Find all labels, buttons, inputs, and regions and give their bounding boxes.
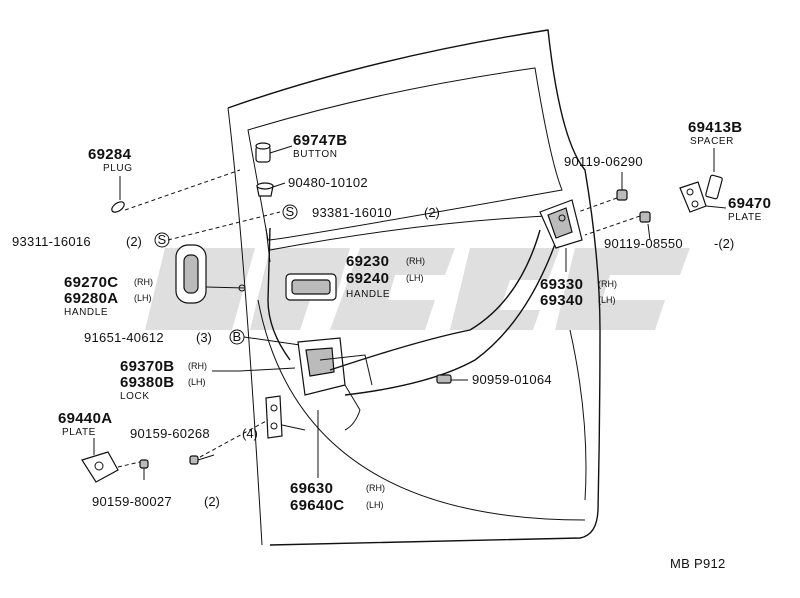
circle-s-letter-left: S	[158, 232, 167, 247]
door-panel	[227, 29, 601, 546]
part-69440a-desc: PLATE	[62, 427, 96, 438]
part-69230-suffix: (RH)	[406, 256, 425, 266]
part-69630-suffix: (RH)	[366, 483, 385, 493]
part-90119-08550-number: 90119-08550	[604, 236, 683, 251]
upper-latch-part	[539, 199, 583, 272]
circle-s-letter-right: S	[286, 204, 295, 219]
part-69270c-suffix: (RH)	[134, 277, 153, 287]
rod-clip	[265, 227, 271, 263]
diagram-code: MB P912	[670, 556, 726, 571]
spacer-part	[705, 174, 723, 200]
part-69380b-desc: LOCK	[120, 391, 150, 402]
circle-s-marker-right	[282, 204, 298, 220]
outside-handle-part	[285, 273, 337, 301]
part-90159-80027-number: 90159-80027	[92, 494, 172, 509]
control-cables	[329, 229, 561, 431]
part-90159-60268-qty: (4)	[242, 426, 258, 441]
part-69630-number: 69630	[290, 480, 333, 497]
part-69640c-number: 69640C	[290, 497, 344, 514]
part-69330-number: 69330	[540, 276, 583, 293]
bolt-part-06290	[616, 172, 628, 201]
part-93311-number: 93311-16016	[12, 234, 91, 249]
bolt-part-80027	[139, 459, 149, 480]
bolt-part-08550	[639, 211, 651, 241]
bushing-part	[256, 182, 286, 197]
leader-69370b	[212, 367, 296, 372]
part-69230-number: 69230	[346, 253, 389, 270]
dash-line-plug	[124, 169, 241, 211]
part-93311-qty: (2)	[126, 234, 142, 249]
part-69280a-number: 69280A	[64, 290, 118, 307]
part-69370b-number: 69370B	[120, 358, 174, 375]
part-90119-06290-number: 90119-06290	[564, 154, 643, 169]
part-69370b-suffix: (RH)	[188, 361, 207, 371]
part-69470-desc: PLATE	[728, 212, 762, 223]
part-69440a-number: 69440A	[58, 410, 112, 427]
plate-part-upper	[679, 181, 707, 213]
part-69270c-number: 69270C	[64, 274, 118, 291]
part-69413b-desc: SPACER	[690, 136, 734, 147]
dash-line-plate	[117, 461, 141, 468]
part-69240-desc: HANDLE	[346, 289, 390, 300]
part-90159-60268-number: 90159-60268	[130, 426, 210, 441]
part-69284-number: 69284	[88, 146, 132, 163]
part-93381-qty: (2)	[424, 205, 440, 220]
lock-assembly-part	[297, 337, 373, 411]
part-69640c-suffix: (LH)	[366, 500, 384, 510]
leader-69470	[705, 205, 727, 209]
part-69340-suffix: (LH)	[598, 295, 616, 305]
bolt-part-60268	[189, 454, 215, 465]
part-90159-80027-qty: (2)	[204, 494, 220, 509]
part-69380b-number: 69380B	[120, 374, 174, 391]
dash-line-screws	[167, 211, 281, 241]
part-69340-number: 69340	[540, 292, 583, 309]
part-69747b-number: 69747B	[293, 132, 347, 149]
dash-line-upper-lower	[584, 215, 641, 236]
part-91651-qty: (3)	[196, 330, 212, 345]
part-69240-number: 69240	[346, 270, 389, 287]
part-90959-number: 90959-01064	[472, 372, 552, 387]
part-69280a-desc: HANDLE	[64, 307, 108, 318]
part-69747b-desc: BUTTON	[293, 149, 338, 160]
lock-rod	[267, 227, 291, 361]
part-69240-suffix: (LH)	[406, 273, 424, 283]
cable-clip-part	[436, 374, 468, 384]
plate-part-lower	[81, 451, 119, 483]
part-91651-number: 91651-40612	[84, 330, 164, 345]
leader-91651	[243, 336, 301, 346]
dash-line-bolts	[199, 419, 269, 458]
part-90480-number: 90480-10102	[288, 175, 368, 190]
dash-line-upper	[577, 197, 618, 213]
plug-part	[111, 201, 125, 213]
part-93381-number: 93381-16010	[312, 205, 392, 220]
part-90119-08550-qty: -(2)	[714, 236, 734, 251]
part-69330-suffix: (RH)	[598, 279, 617, 289]
part-69413b-number: 69413B	[688, 119, 742, 136]
circle-b-letter: B	[233, 329, 242, 344]
button-part	[255, 142, 293, 163]
part-69380b-suffix: (LH)	[188, 377, 206, 387]
lower-latch-part	[265, 395, 306, 439]
watermark	[145, 248, 690, 330]
part-69284-desc: PLUG	[103, 163, 133, 174]
inside-handle-part	[175, 244, 246, 304]
part-69470-number: 69470	[728, 195, 771, 212]
part-69280a-suffix: (LH)	[134, 293, 152, 303]
